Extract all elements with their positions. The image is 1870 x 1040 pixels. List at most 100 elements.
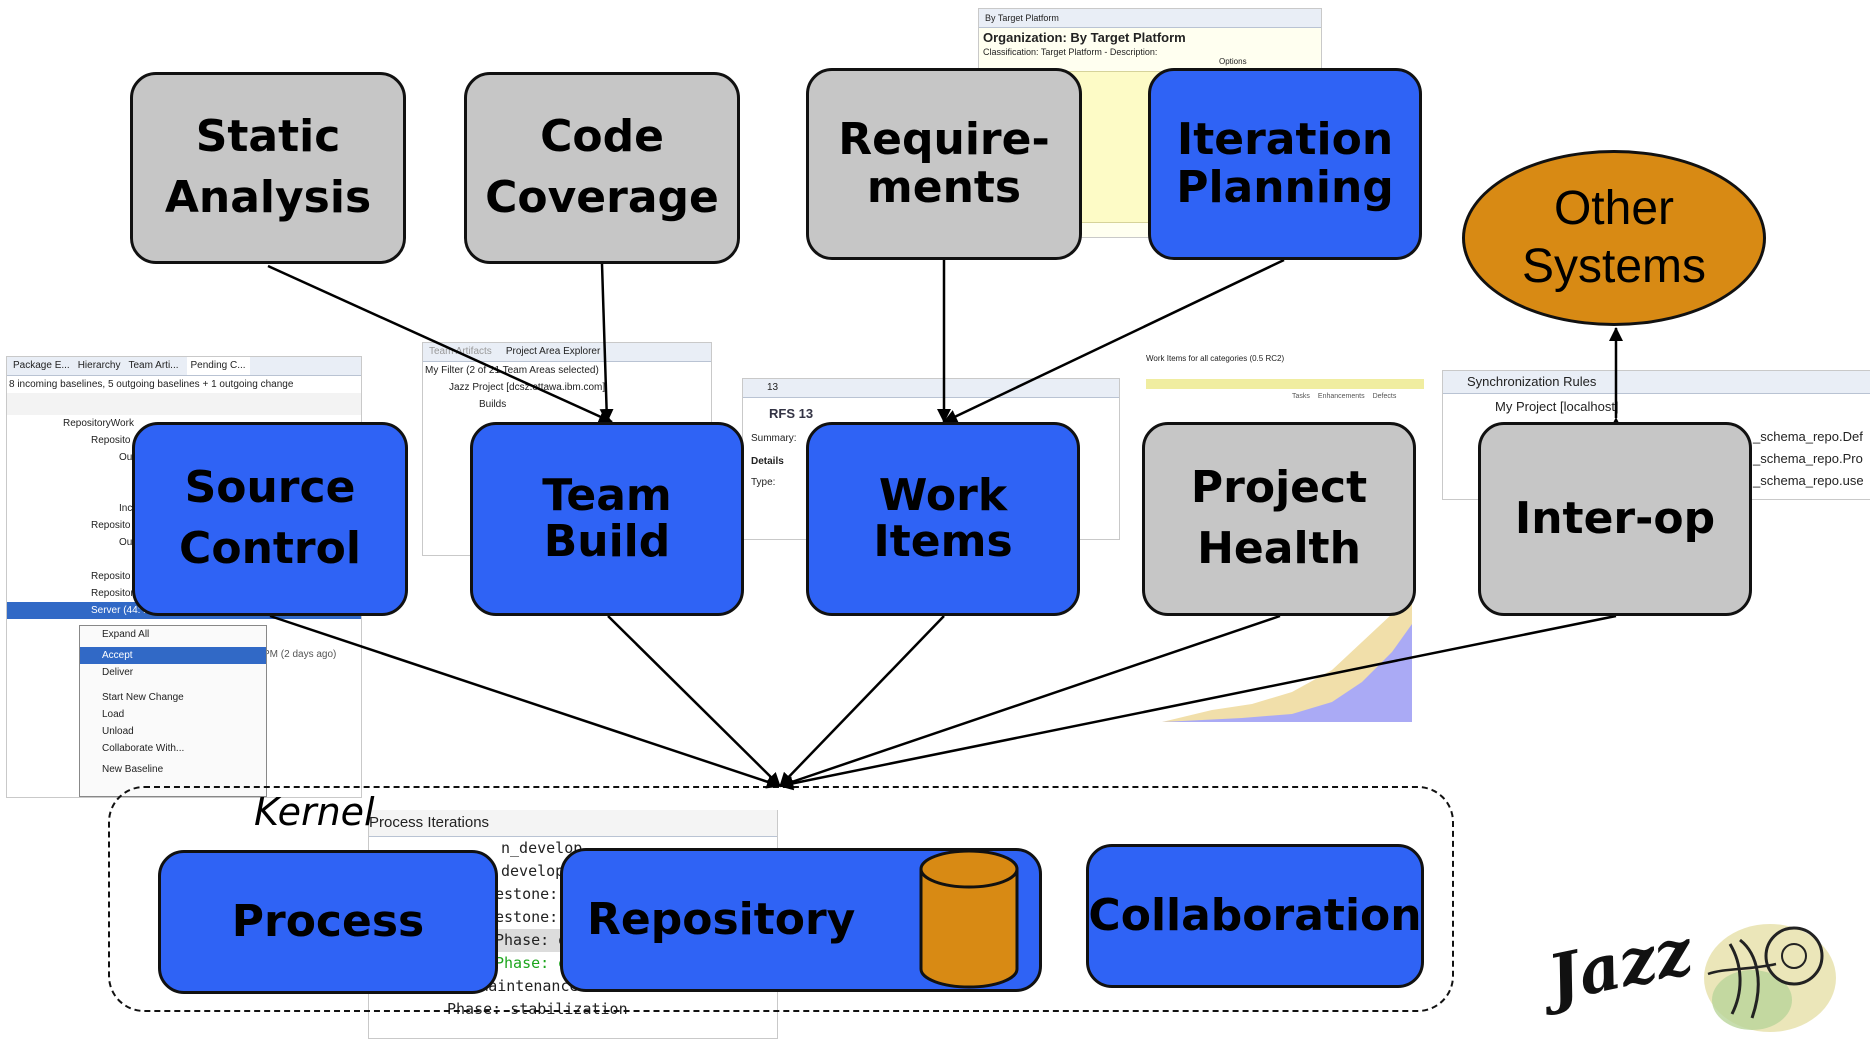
requirements-line-2: ments xyxy=(866,162,1022,213)
menu-load[interactable]: Load xyxy=(102,709,125,720)
jazz-logo-text: Jazz xyxy=(1541,913,1699,1018)
tab-hierarchy[interactable]: Hierarchy xyxy=(77,360,121,371)
inter-op-line-1: Inter-op xyxy=(1514,492,1716,544)
rfs-type-label: Type: xyxy=(751,477,776,488)
tree-row[interactable]: Repository xyxy=(91,588,139,599)
target-platform-tab[interactable]: By Target Platform xyxy=(979,9,1321,28)
edge-work-items-to-kernel xyxy=(779,615,945,787)
legend-tasks: Tasks xyxy=(1292,393,1310,400)
code-coverage-line-1: Code xyxy=(540,111,664,163)
code-coverage-line-2: Coverage xyxy=(485,172,719,223)
legend-defects: Defects xyxy=(1372,393,1397,400)
other-systems-line-2: Systems xyxy=(1521,240,1707,293)
team-build-box[interactable]: Team Build xyxy=(470,422,744,616)
work-chart-legend: Tasks Enhancements Defects xyxy=(1142,389,1428,400)
static-analysis-line-2: Analysis xyxy=(164,172,372,223)
project-health-box[interactable]: Project Health xyxy=(1142,422,1416,616)
tab-project-area-explorer[interactable]: Project Area Explorer xyxy=(505,346,601,357)
code-coverage-box[interactable]: Code Coverage xyxy=(464,72,740,264)
work-chart-series-defects xyxy=(1162,624,1412,722)
static-analysis-box[interactable]: Static Analysis xyxy=(130,72,406,264)
process-box[interactable]: Process xyxy=(158,850,498,994)
menu-accept[interactable]: Accept xyxy=(80,647,266,664)
kernel-label: Kernel xyxy=(254,790,375,834)
team-build-line-1: Team xyxy=(542,469,672,521)
edge-static-analysis-to-team-build xyxy=(267,264,613,424)
work-chart-title: Work Items for all categories (0.5 RC2) xyxy=(1146,354,1285,363)
sync-item[interactable]: _schema_repo.Pro xyxy=(1753,451,1863,466)
team-build-line-2: Build xyxy=(543,516,671,567)
menu-expand-all[interactable]: Expand All xyxy=(102,629,150,640)
target-platform-title: Organization: By Target Platform xyxy=(983,30,1186,45)
source-control-box[interactable]: Source Control xyxy=(132,422,408,616)
source-control-line-1: Source xyxy=(184,462,356,514)
edge-iteration-planning-to-work-items xyxy=(943,258,1285,424)
tree-row[interactable]: Ou xyxy=(119,452,133,463)
target-platform-options: Options xyxy=(1219,57,1247,66)
target-platform-subtitle: Classification: Target Platform - Descri… xyxy=(983,47,1158,57)
iteration-row[interactable]: Phase: stabilization xyxy=(447,1000,628,1018)
static-analysis-line-1: Static xyxy=(195,111,341,163)
tab-team-artifacts[interactable]: Team Artifacts xyxy=(429,346,492,357)
requirements-line-1: Require- xyxy=(838,114,1050,166)
iteration-row[interactable]: Phase: en xyxy=(495,954,577,972)
other-systems-ellipse[interactable]: Other Systems xyxy=(1462,150,1766,326)
tab-pending-changes[interactable]: Pending C... xyxy=(186,357,250,375)
saxophone-player-icon xyxy=(1704,924,1836,1032)
tree-row[interactable]: Jazz Project [dcsz.ottawa.ibm.com] xyxy=(449,382,606,393)
repository-label: Repository xyxy=(587,893,856,945)
work-chart-header-bar xyxy=(1146,379,1424,389)
iteration-planning-line-1: Iteration xyxy=(1176,114,1394,166)
tab-team-artifacts[interactable]: Team Arti... xyxy=(128,360,179,371)
work-items-line-1: Work xyxy=(878,469,1008,521)
pending-toolbar xyxy=(7,393,361,415)
edge-project-health-to-kernel xyxy=(779,614,1281,789)
tree-row[interactable]: Reposito xyxy=(91,571,131,582)
rfs-title: RFS 13 xyxy=(769,406,814,421)
pending-time: PM (2 days ago) xyxy=(263,649,337,660)
context-menu: Expand All Accept Deliver Start New Chan… xyxy=(79,625,267,797)
sync-item[interactable]: _schema_repo.use xyxy=(1753,473,1864,488)
menu-unload[interactable]: Unload xyxy=(102,726,134,737)
iteration-planning-box[interactable]: Iteration Planning xyxy=(1148,68,1422,260)
collaboration-box[interactable]: Collaboration xyxy=(1086,844,1424,988)
tab-package-explorer[interactable]: Package E... xyxy=(13,360,70,371)
team-filter: My Filter (2 of 21 Team Areas selected) xyxy=(425,365,599,376)
menu-collaborate-with[interactable]: Collaborate With... xyxy=(102,743,185,754)
sync-project-row[interactable]: My Project [localhost] xyxy=(1495,399,1619,414)
source-control-line-2: Control xyxy=(179,523,361,574)
menu-new-baseline[interactable]: New Baseline xyxy=(102,764,164,775)
other-systems-line-1: Other xyxy=(1553,182,1675,236)
tree-row[interactable]: Ou xyxy=(119,537,133,548)
tree-row[interactable]: Reposito xyxy=(91,435,131,446)
menu-start-new-change[interactable]: Start New Change xyxy=(102,692,184,703)
inter-op-box[interactable]: Inter-op xyxy=(1478,422,1752,616)
tree-row[interactable]: RepositoryWork xyxy=(63,418,134,429)
project-health-line-1: Project xyxy=(1190,462,1368,514)
iteration-row[interactable]: estone: M xyxy=(495,908,577,926)
rfs-details-label: Details xyxy=(751,456,784,467)
edge-team-build-to-kernel xyxy=(607,615,781,787)
edge-code-coverage-to-team-build xyxy=(599,263,614,423)
repository-box[interactable]: Repository xyxy=(560,848,1042,992)
rfs-summary-label: Summary: xyxy=(751,433,797,444)
sync-item[interactable]: _schema_repo.Def xyxy=(1753,429,1863,444)
process-iterations-title: Process Iterations xyxy=(369,810,777,837)
jazz-logo: Jazz xyxy=(1540,904,1860,1038)
tree-row[interactable]: Inc xyxy=(119,503,133,514)
iteration-row[interactable]: develop xyxy=(501,862,565,880)
iteration-planning-line-2: Planning xyxy=(1176,162,1394,213)
sync-rules-tab[interactable]: Synchronization Rules xyxy=(1443,371,1870,394)
team-artifacts-tabs: Team Artifacts Project Area Explorer xyxy=(423,343,711,362)
menu-deliver[interactable]: Deliver xyxy=(102,667,134,678)
edge-inter-op-to-kernel xyxy=(779,614,1617,791)
iteration-row[interactable]: n_develop xyxy=(501,839,583,857)
tree-row[interactable]: Reposito xyxy=(91,520,131,531)
tree-row[interactable]: Builds xyxy=(479,399,507,410)
pending-changes-tabs: Package E... Hierarchy Team Arti... Pend… xyxy=(7,357,361,376)
edge-source-control-to-kernel xyxy=(269,614,781,789)
requirements-box[interactable]: Require- ments xyxy=(806,68,1082,260)
work-items-box[interactable]: Work Items xyxy=(806,422,1080,616)
iteration-row[interactable]: estone: M xyxy=(495,885,577,903)
